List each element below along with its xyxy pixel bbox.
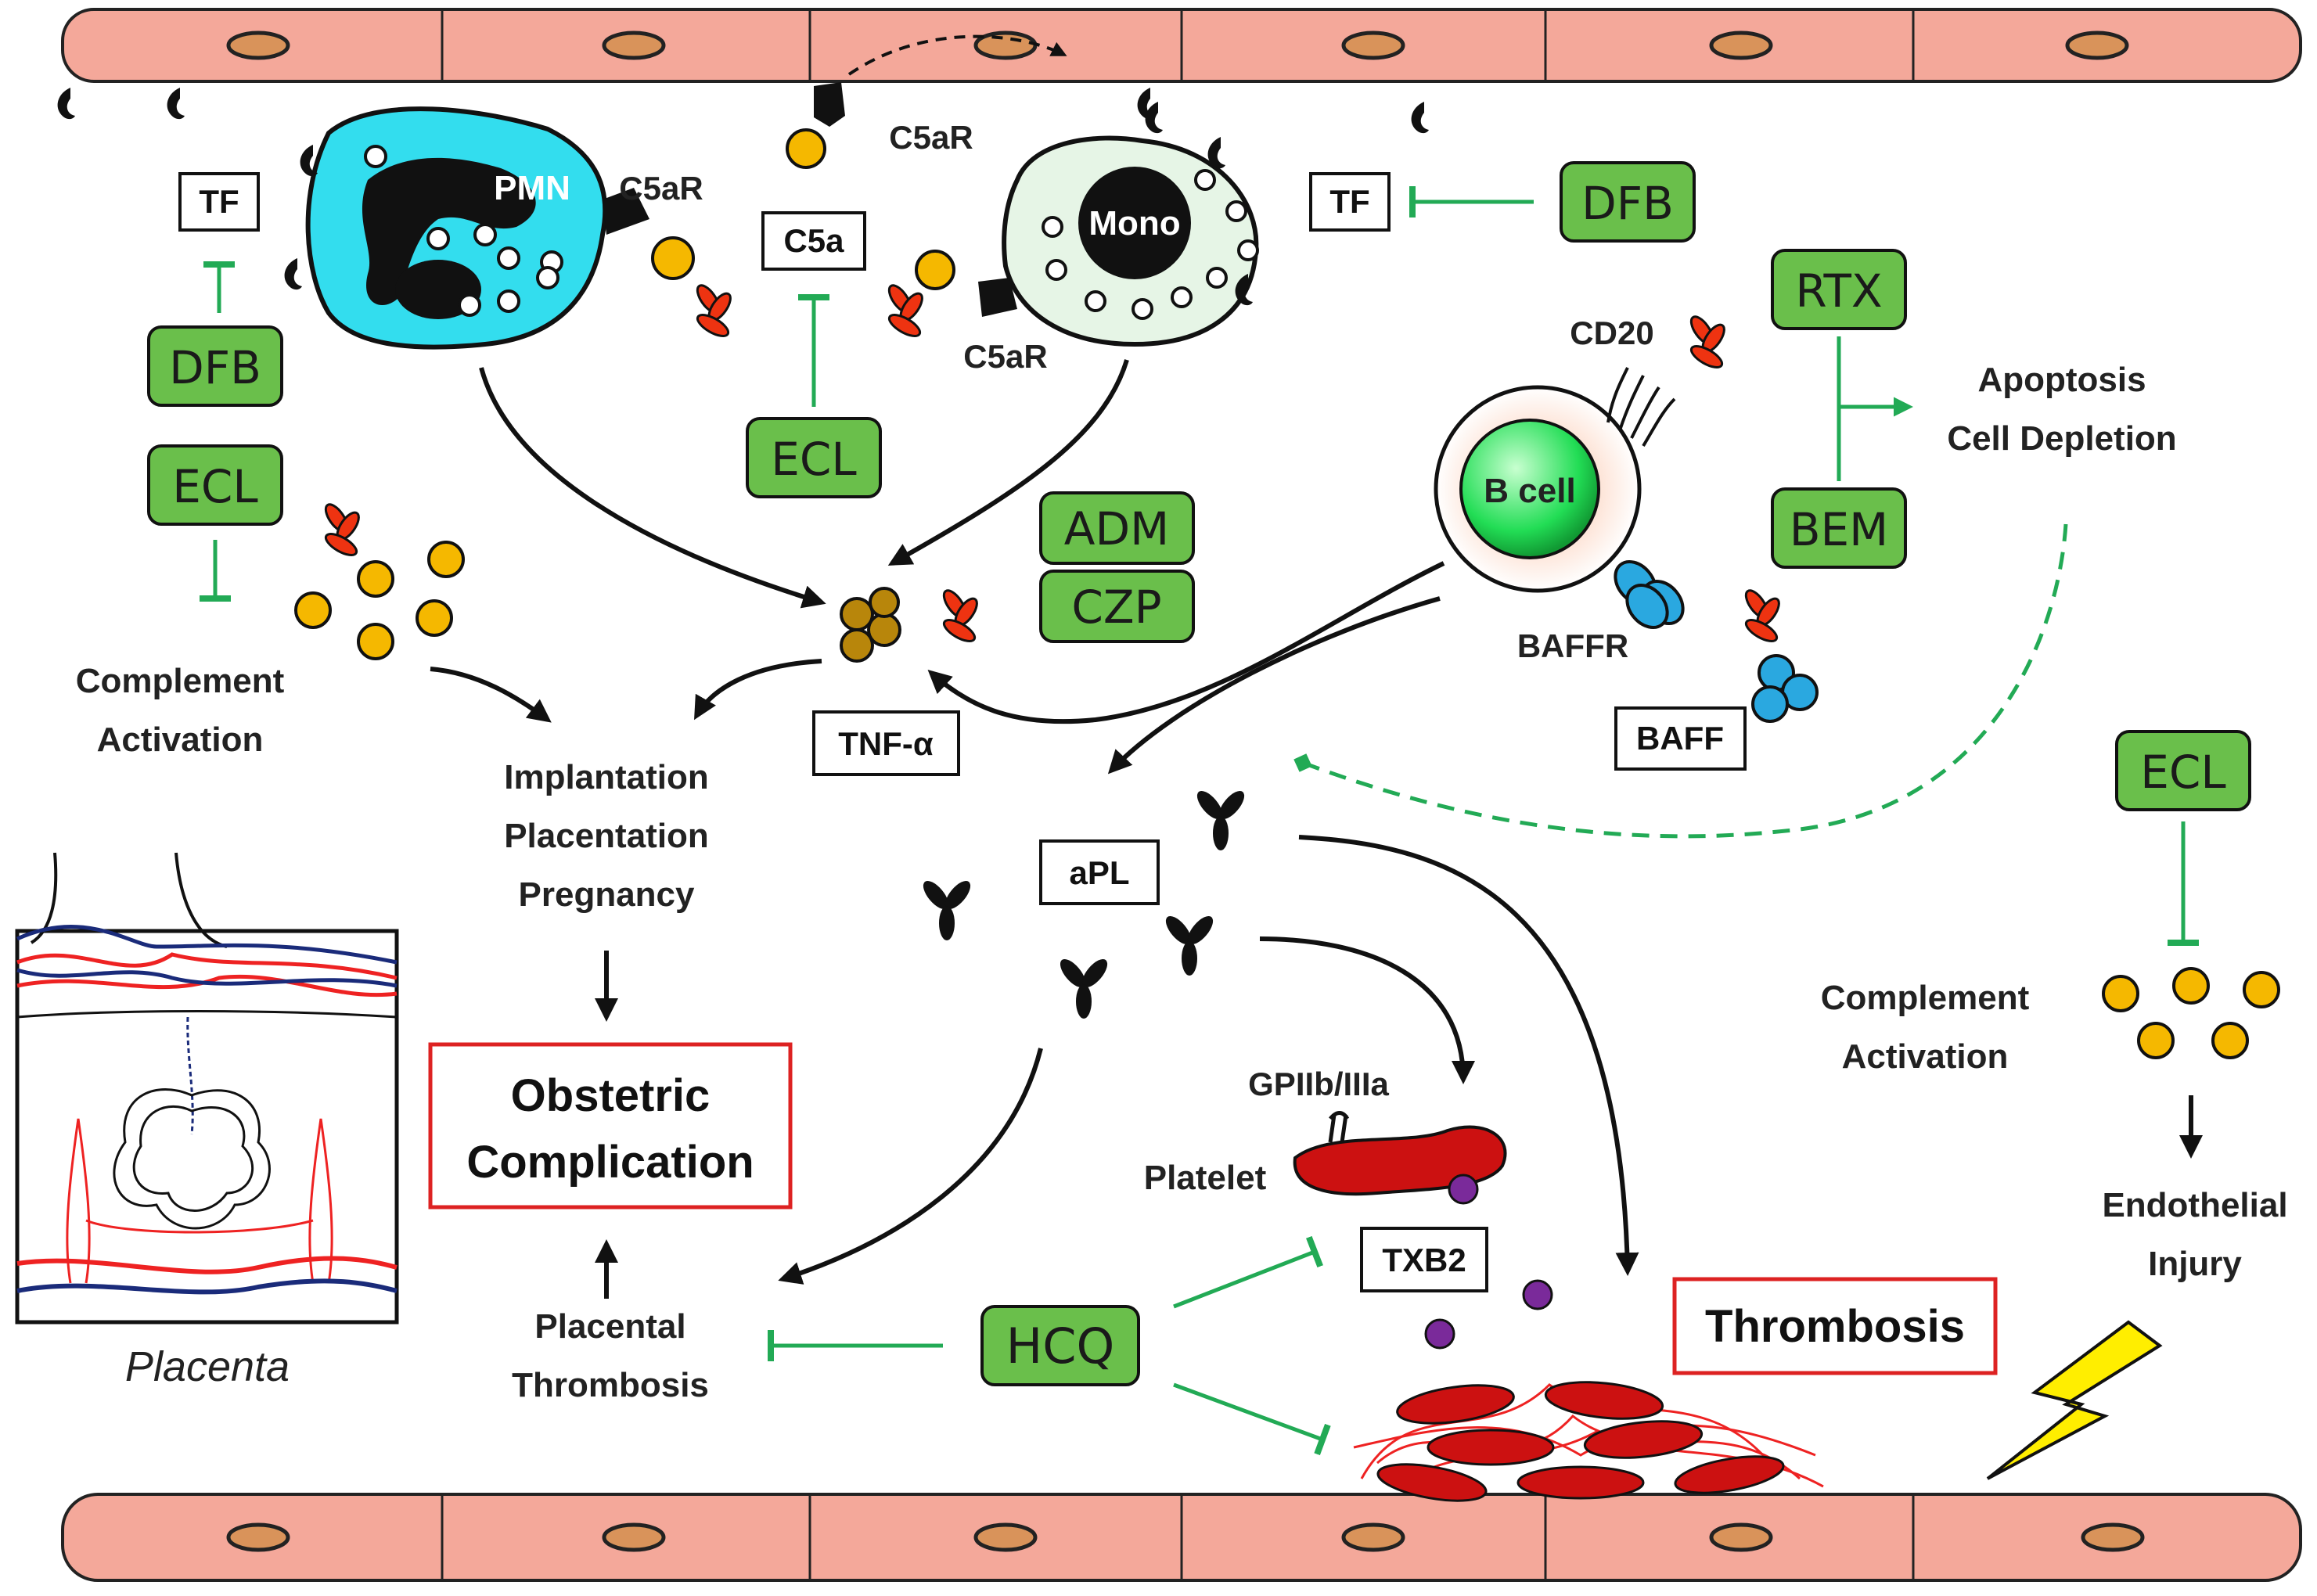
antibody-icon — [938, 585, 983, 647]
tf-right-label: TF — [1329, 183, 1369, 220]
antibody-icon — [883, 280, 928, 342]
c5ar-top-label: C5aR — [889, 119, 973, 156]
neutrophil-cell: PMN — [284, 106, 649, 350]
apl-label: aPL — [1069, 854, 1129, 891]
flow-arrows — [430, 359, 2203, 1299]
complement-c5a-dot — [651, 236, 695, 280]
drug-box-ecl-left — [147, 444, 283, 526]
tnf-box — [812, 710, 960, 776]
pregnancy-label: Pregnancy — [519, 875, 696, 914]
czp-label: CZP — [1071, 581, 1161, 634]
monocyte-cell: Mono — [978, 135, 1259, 347]
baffr-label: BAFFR — [1517, 627, 1628, 664]
antibody-icon — [692, 280, 736, 342]
implantation-label: Implantation — [504, 758, 709, 796]
endothelial-line1: Endothelial — [2102, 1186, 2287, 1224]
complement-cluster-left — [294, 499, 465, 660]
drug-box-rtx — [1771, 249, 1907, 330]
baff-label: BAFF — [1636, 720, 1724, 757]
thrombosis-label: Thrombosis — [1705, 1301, 1965, 1352]
placental-line1: Placental — [534, 1307, 685, 1346]
placenta-illustration — [15, 852, 399, 1325]
drug-box-ecl-right — [2115, 730, 2251, 811]
tf-box-left — [178, 172, 260, 232]
c5a-box — [761, 211, 866, 271]
b-cell-label: B cell — [1484, 472, 1575, 510]
obstetric-complication-box — [428, 1042, 793, 1210]
drug-box-hcq — [980, 1305, 1140, 1386]
ecl-mid-label: ECL — [771, 433, 856, 486]
txb2-molecules — [1424, 1174, 1553, 1350]
antibody-icon — [1740, 585, 1785, 647]
apl-box — [1039, 839, 1160, 905]
apoptosis-label: Apoptosis — [1977, 361, 2146, 399]
complement-right-line1: Complement — [1821, 979, 2030, 1017]
cell-depletion-label: Cell Depletion — [1947, 419, 2176, 458]
hcq-label: HCQ — [1006, 1317, 1115, 1375]
complement-right-line2: Activation — [1842, 1037, 2009, 1076]
neutrophil-label: PMN — [494, 169, 570, 207]
monocyte-label: Mono — [1088, 204, 1180, 243]
txb2-box — [1360, 1227, 1488, 1292]
drug-box-ecl-mid — [746, 417, 882, 498]
dashed-green-feedback — [1293, 523, 2068, 839]
drug-box-dfb-left — [147, 325, 283, 407]
platelet-cell — [1293, 1111, 1507, 1196]
placenta-label: Placenta — [125, 1343, 290, 1390]
tnf-label: TNF-α — [838, 725, 934, 762]
obstetric-line2: Complication — [466, 1137, 754, 1188]
complement-left-line2: Activation — [97, 721, 264, 759]
complement-cluster-right — [2102, 967, 2280, 1059]
thrombosis-box — [1672, 1277, 1998, 1375]
c5ar-receptor-top — [814, 82, 845, 127]
antibody-icon — [1686, 311, 1730, 373]
dfb-left-label: DFB — [169, 341, 261, 394]
c5a-label: C5a — [783, 222, 844, 259]
endothelium-bottom — [61, 1493, 2302, 1582]
lightning-icon — [1986, 1320, 2163, 1480]
thrombus-clot — [1353, 1381, 1824, 1502]
placentation-label: Placentation — [504, 817, 709, 855]
txb2-label: TXB2 — [1382, 1242, 1466, 1278]
drug-box-czp — [1039, 570, 1195, 643]
ecl-left-label: ECL — [172, 460, 257, 513]
dfb-right-label: DFB — [1581, 177, 1674, 230]
baff-box — [1614, 706, 1747, 771]
hcq-inhibition-lines — [768, 1235, 1331, 1456]
b-cell: B cell — [1434, 367, 1685, 629]
tf-box-right — [1309, 172, 1391, 232]
baff-ligand — [1751, 654, 1819, 723]
rtx-label: RTX — [1795, 264, 1882, 318]
tf-left-label: TF — [199, 183, 239, 220]
tnf-trimer — [840, 587, 901, 663]
obstetric-line1: Obstetric — [511, 1070, 711, 1121]
platelet-label: Platelet — [1144, 1159, 1267, 1197]
c5ar-pmn-label: C5aR — [619, 170, 703, 207]
drug-box-bem — [1771, 487, 1907, 569]
cd20-label: CD20 — [1570, 315, 1653, 351]
complement-left-line1: Complement — [76, 662, 285, 700]
placental-line2: Thrombosis — [512, 1366, 709, 1404]
complement-c5a-dot — [786, 128, 826, 169]
drug-box-dfb-right — [1560, 161, 1696, 243]
endothelial-line2: Injury — [2148, 1245, 2242, 1283]
c5ar-mono-label: C5aR — [963, 338, 1047, 375]
adm-label: ADM — [1064, 502, 1169, 555]
complement-c5a-dot — [915, 250, 955, 290]
bem-label: BEM — [1790, 503, 1888, 556]
tissue-factor-hooks — [57, 88, 1429, 134]
gp-label: GPIIb/IIIa — [1248, 1066, 1389, 1102]
endothelium-top — [61, 8, 2302, 83]
drug-box-adm — [1039, 491, 1195, 565]
ecl-right-label: ECL — [2140, 746, 2225, 799]
